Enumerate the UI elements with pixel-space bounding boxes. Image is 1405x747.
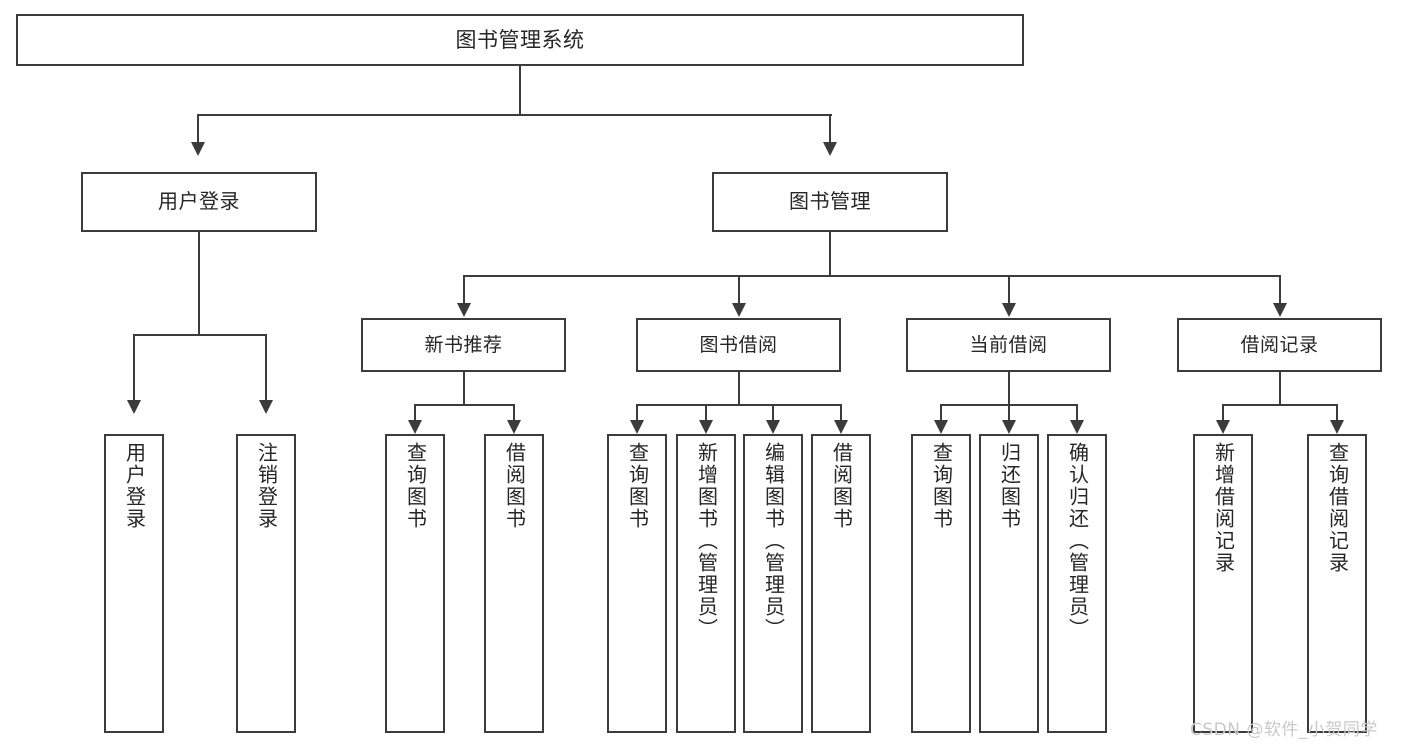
connector-borrow-record-bar: [1222, 404, 1337, 406]
leaf-book-borrow-borrow-book[interactable]: 借阅图书: [811, 434, 871, 733]
connector-bookborrow-to-leaf-1: [636, 404, 638, 422]
arrow-root-to-user-login: [191, 142, 205, 156]
node-label: 确认归还（管理员）: [1065, 442, 1090, 640]
connector-book-management-stem: [829, 232, 831, 276]
arrow-bookborrow-to-leaf-1: [630, 420, 644, 434]
connector-borrowrecord-to-leaf-1: [1222, 404, 1224, 422]
connector-bm-to-current-borrow: [1008, 275, 1010, 305]
node-label: 新书推荐: [424, 333, 503, 356]
connector-book-management-bar: [463, 275, 1280, 277]
connector-user-login-bar: [133, 334, 266, 336]
arrow-bookborrow-to-leaf-3: [766, 420, 780, 434]
leaf-borrow-record-query-record[interactable]: 查询借阅记录: [1307, 434, 1367, 733]
connector-bm-to-new-book: [463, 275, 465, 305]
node-user-login[interactable]: 用户登录: [81, 172, 317, 232]
connector-root-bar: [198, 114, 832, 116]
leaf-current-borrow-return-book[interactable]: 归还图书: [979, 434, 1039, 733]
node-borrow-record[interactable]: 借阅记录: [1177, 318, 1382, 372]
node-label: 查询借阅记录: [1325, 442, 1350, 574]
node-label: 借阅图书: [502, 442, 527, 530]
connector-bm-to-borrow-record: [1279, 275, 1281, 305]
connector-new-book-bar: [414, 404, 514, 406]
connector-borrowrecord-to-leaf-2: [1336, 404, 1338, 422]
node-new-book-recommend[interactable]: 新书推荐: [361, 318, 566, 372]
node-label: 图书管理系统: [455, 27, 585, 52]
connector-currentborrow-to-leaf-3: [1076, 404, 1078, 422]
leaf-user-login-login[interactable]: 用户登录: [104, 434, 164, 733]
arrow-bookborrow-to-leaf-4: [834, 420, 848, 434]
leaf-user-login-logout[interactable]: 注销登录: [236, 434, 296, 733]
node-label: 查询图书: [929, 442, 954, 530]
node-label: 图书借阅: [699, 333, 778, 356]
watermark-text: CSDN @软件_小贺同学: [1190, 720, 1378, 740]
connector-bm-to-book-borrow: [738, 275, 740, 305]
arrow-user-login-to-leaf-1: [127, 400, 141, 414]
arrow-bm-to-new-book: [457, 303, 471, 317]
arrow-borrowrecord-to-leaf-2: [1330, 420, 1344, 434]
arrow-root-to-book-management: [823, 142, 837, 156]
connector-newbook-to-leaf-1: [414, 404, 416, 422]
connector-user-login-to-leaf-1: [133, 334, 135, 402]
node-label: 查询图书: [625, 442, 650, 530]
arrow-user-login-to-leaf-2: [259, 400, 273, 414]
connector-user-login-to-leaf-2: [265, 334, 267, 402]
connector-user-login-stem: [198, 232, 200, 335]
leaf-current-borrow-query-book[interactable]: 查询图书: [911, 434, 971, 733]
arrow-currentborrow-to-leaf-3: [1070, 420, 1084, 434]
arrow-bookborrow-to-leaf-2: [699, 420, 713, 434]
arrow-currentborrow-to-leaf-1: [934, 420, 948, 434]
node-label: 当前借阅: [969, 333, 1048, 356]
node-root-book-management-system[interactable]: 图书管理系统: [16, 14, 1024, 66]
node-label: 新增借阅记录: [1211, 442, 1236, 574]
node-label: 图书管理: [789, 189, 871, 214]
arrow-bm-to-borrow-record: [1273, 303, 1287, 317]
leaf-current-borrow-confirm-return-admin[interactable]: 确认归还（管理员）: [1047, 434, 1107, 733]
connector-bookborrow-to-leaf-3: [772, 404, 774, 422]
node-label: 新增图书（管理员）: [694, 442, 719, 640]
arrow-bm-to-book-borrow: [732, 303, 746, 317]
connector-bookborrow-to-leaf-4: [840, 404, 842, 422]
leaf-new-book-query-book[interactable]: 查询图书: [385, 434, 445, 733]
arrow-newbook-to-leaf-2: [507, 420, 521, 434]
leaf-borrow-record-add-record[interactable]: 新增借阅记录: [1193, 434, 1253, 733]
node-label: 查询图书: [403, 442, 428, 530]
node-label: 借阅记录: [1240, 333, 1319, 356]
arrow-newbook-to-leaf-1: [408, 420, 422, 434]
node-label: 借阅图书: [829, 442, 854, 530]
node-label: 编辑图书（管理员）: [761, 442, 786, 640]
node-current-borrow[interactable]: 当前借阅: [906, 318, 1111, 372]
connector-current-borrow-stem: [1008, 372, 1010, 405]
connector-currentborrow-to-leaf-1: [940, 404, 942, 422]
arrow-borrowrecord-to-leaf-1: [1216, 420, 1230, 434]
node-label: 用户登录: [122, 442, 147, 530]
leaf-book-borrow-add-book-admin[interactable]: 新增图书（管理员）: [676, 434, 736, 733]
connector-borrow-record-stem: [1279, 372, 1281, 405]
connector-root-to-user-login: [197, 114, 199, 144]
connector-bookborrow-to-leaf-2: [705, 404, 707, 422]
connector-new-book-stem: [463, 372, 465, 405]
node-book-borrow[interactable]: 图书借阅: [636, 318, 841, 372]
connector-book-borrow-stem: [738, 372, 740, 405]
arrow-currentborrow-to-leaf-2: [1002, 420, 1016, 434]
leaf-new-book-borrow-book[interactable]: 借阅图书: [484, 434, 544, 733]
node-label: 归还图书: [997, 442, 1022, 530]
arrow-bm-to-current-borrow: [1002, 303, 1016, 317]
connector-book-borrow-bar: [636, 404, 841, 406]
connector-root-stem: [519, 66, 521, 115]
node-label: 用户登录: [158, 189, 240, 214]
leaf-book-borrow-edit-book-admin[interactable]: 编辑图书（管理员）: [743, 434, 803, 733]
connector-newbook-to-leaf-2: [513, 404, 515, 422]
node-label: 注销登录: [254, 442, 279, 530]
node-book-management[interactable]: 图书管理: [712, 172, 948, 232]
leaf-book-borrow-query-book[interactable]: 查询图书: [607, 434, 667, 733]
connector-root-to-book-management: [829, 114, 831, 144]
connector-currentborrow-to-leaf-2: [1008, 404, 1010, 422]
